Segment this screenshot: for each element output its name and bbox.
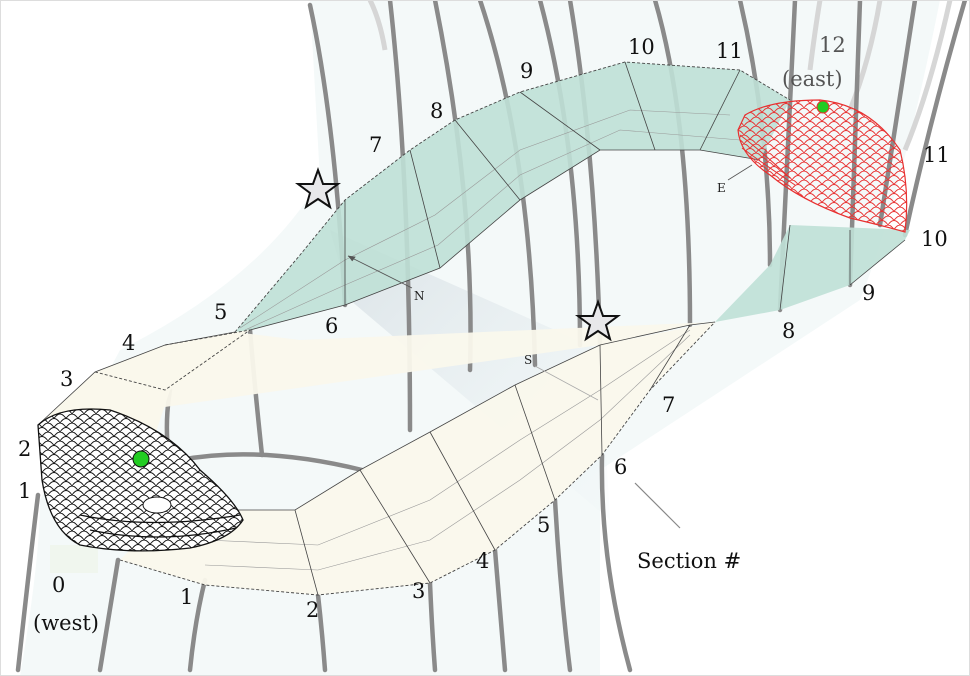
south-marker: S <box>524 353 532 367</box>
back-columns <box>367 0 953 151</box>
section-label: 10 <box>628 35 655 59</box>
section-label: 11 <box>923 143 950 167</box>
section-label: 9 <box>520 59 533 83</box>
west-eye-icon <box>132 450 150 468</box>
section-label: 3 <box>60 367 73 391</box>
star-icon <box>575 299 621 342</box>
upper-band-labels: 1 2 3 4 5 6 7 8 9 10 11 12 (east) <box>18 33 846 503</box>
section-label: 8 <box>782 319 795 343</box>
marker-arrows <box>347 164 753 529</box>
section-label: 5 <box>214 300 227 324</box>
section-label-west: 0 <box>52 573 65 597</box>
lower-band-labels: 0 (west) 1 2 3 4 5 6 7 8 9 10 11 <box>33 143 950 635</box>
east-eye-icon <box>816 100 830 114</box>
section-label-east: 12 <box>819 33 846 57</box>
section-caption: Section # <box>637 549 741 573</box>
east-snake-head <box>737 99 908 233</box>
section-label: 11 <box>716 39 743 63</box>
section-label: 1 <box>18 479 31 503</box>
section-label: 4 <box>476 549 489 573</box>
section-label: 1 <box>180 585 193 609</box>
section-label: 8 <box>430 99 443 123</box>
section-label: 10 <box>921 227 948 251</box>
section-label: 3 <box>412 579 425 603</box>
section-label: 6 <box>614 455 627 479</box>
west-snake-head <box>37 408 244 552</box>
section-label: 7 <box>662 393 675 417</box>
section-label: 5 <box>537 513 550 537</box>
tube-patch <box>50 545 98 573</box>
section-label: 2 <box>18 437 31 461</box>
upper-band <box>234 61 910 333</box>
section-label: 7 <box>369 133 382 157</box>
section-label: 4 <box>122 331 135 355</box>
east-marker: E <box>717 181 726 195</box>
section-label: 6 <box>325 314 338 338</box>
east-label: (east) <box>782 67 843 91</box>
north-marker: N <box>414 289 425 303</box>
star-icon <box>295 167 341 210</box>
section-label: 2 <box>306 598 319 622</box>
west-label: (west) <box>33 611 99 635</box>
section-label: 9 <box>862 281 875 305</box>
